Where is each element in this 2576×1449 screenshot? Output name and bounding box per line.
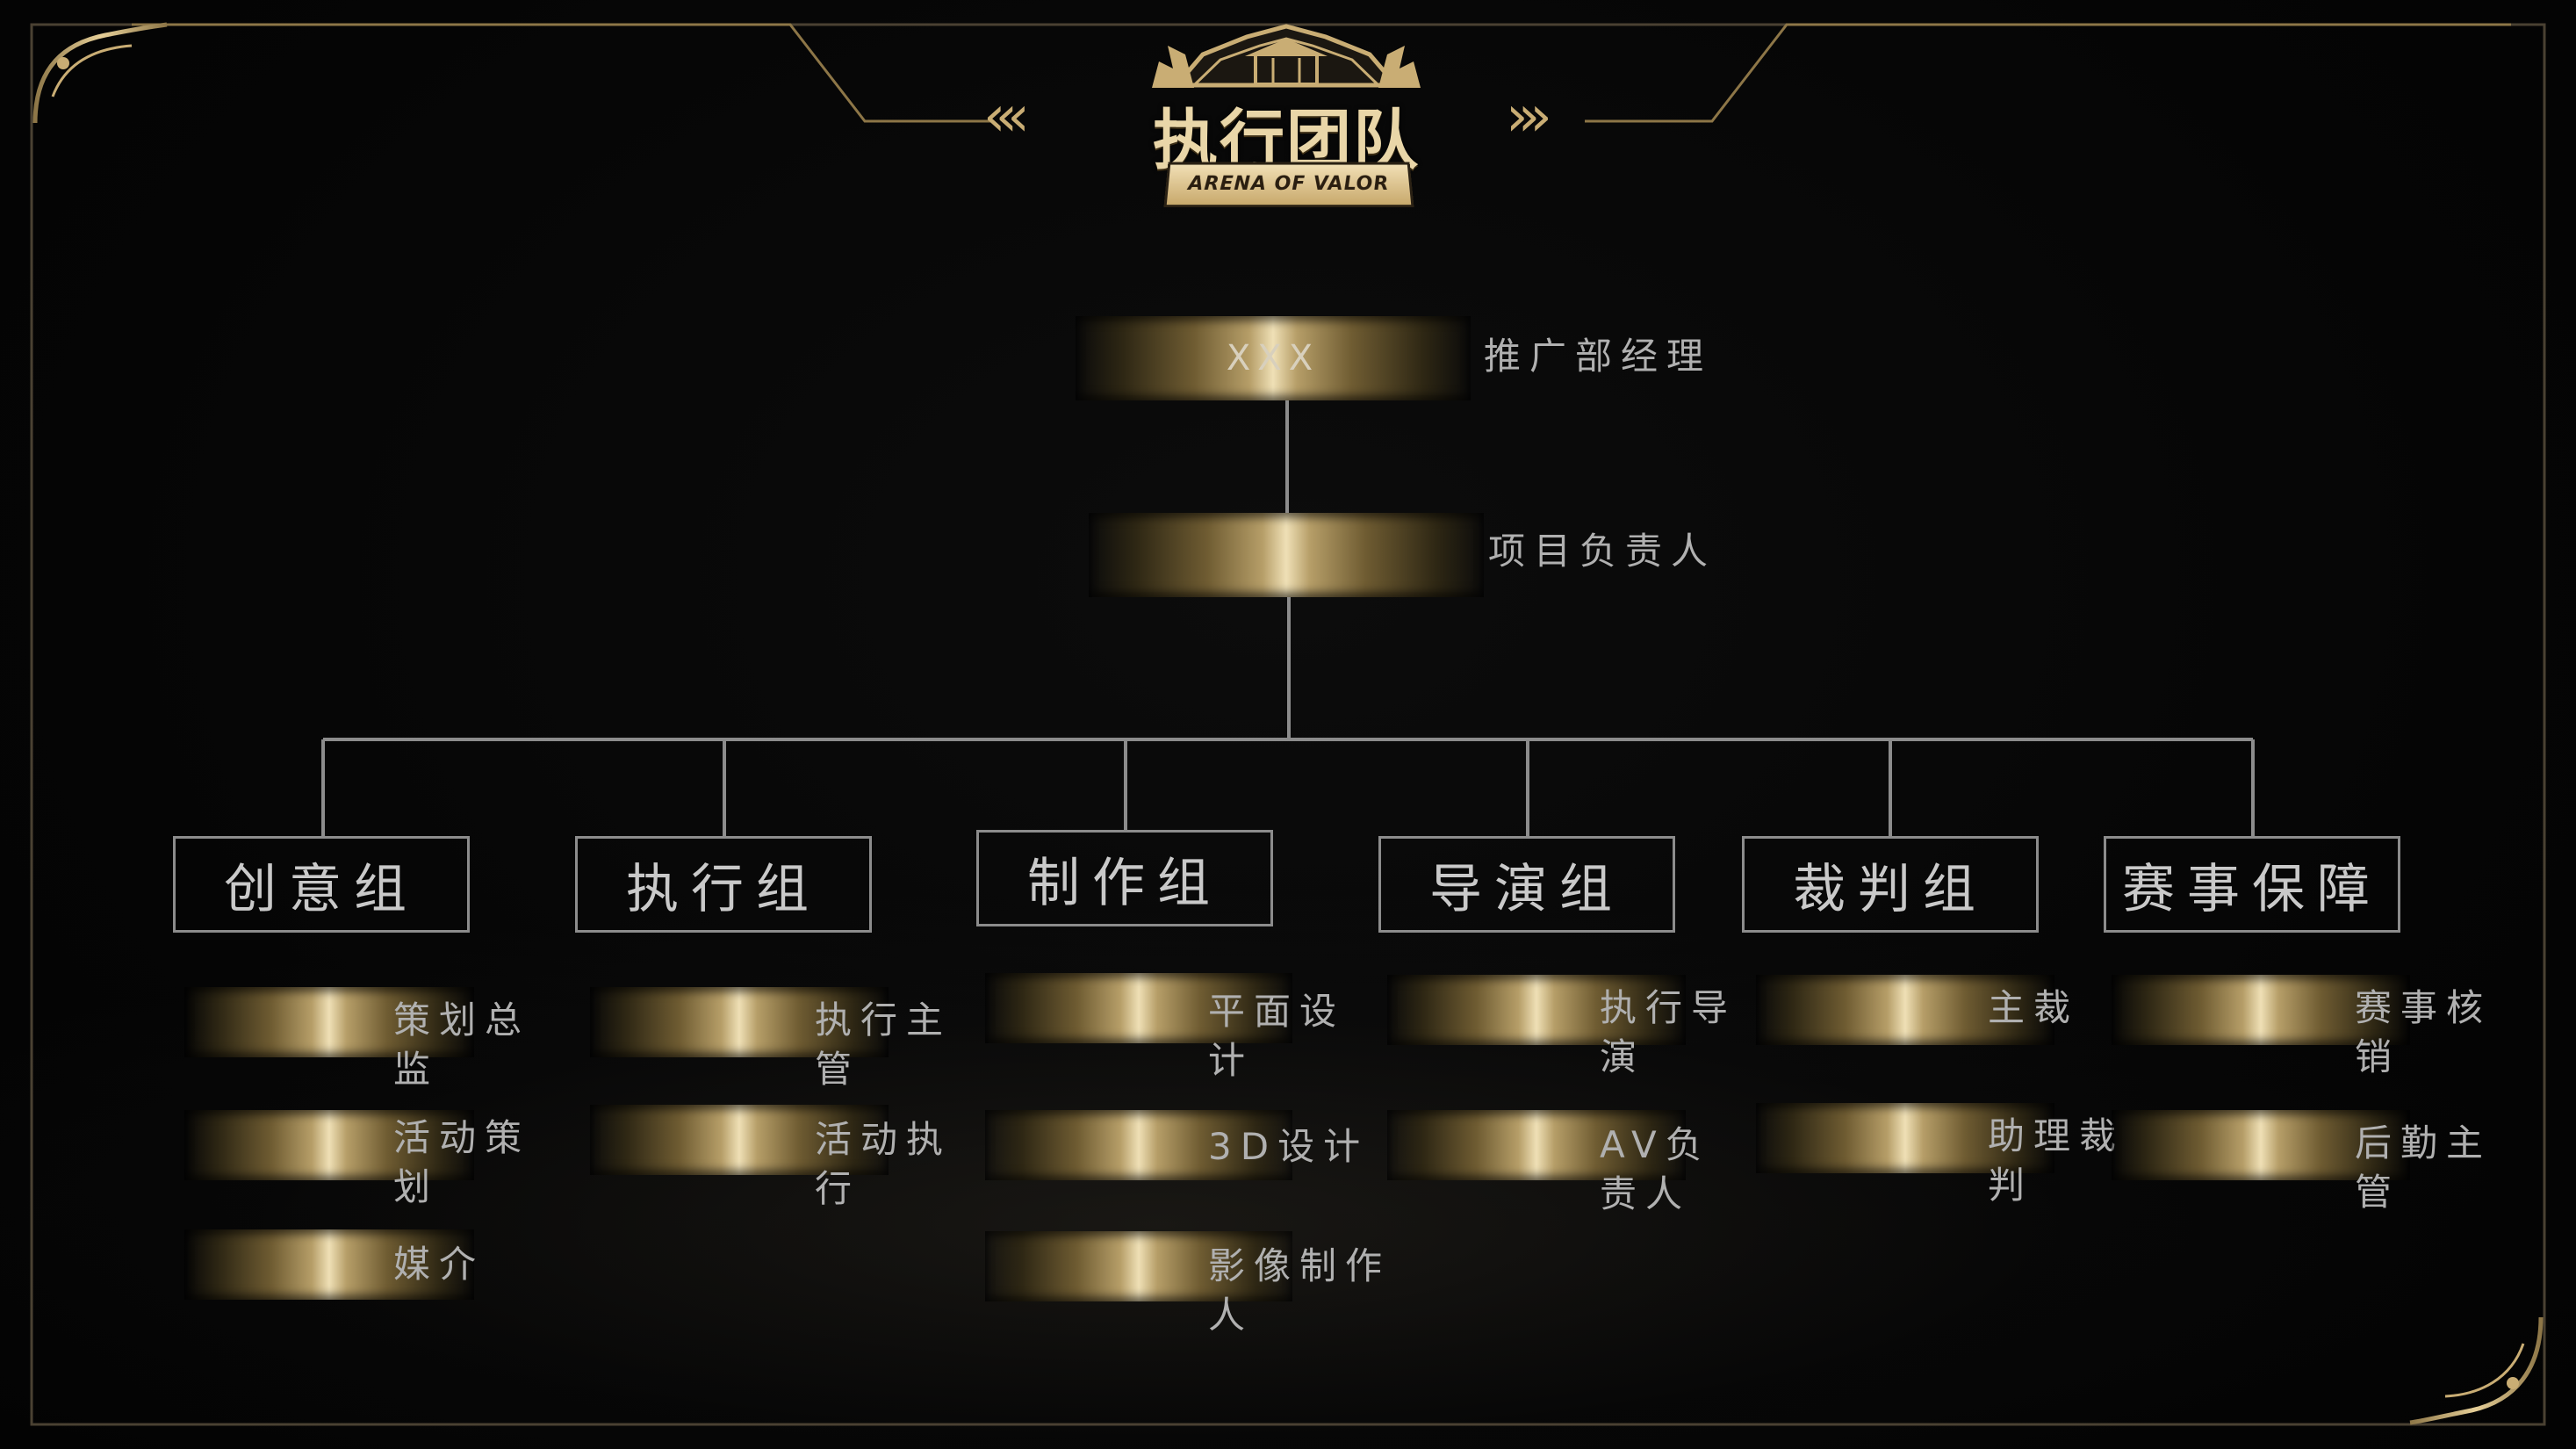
header-subtitle: ARENA OF VALOR	[1163, 162, 1414, 208]
connector-lines	[323, 400, 2253, 836]
chevron-left-icon: ‹‹‹	[983, 84, 1019, 149]
manager-role-label: 推广部经理	[1475, 332, 1721, 381]
member-label: 执行导演	[1600, 984, 1749, 1082]
member-label: 影像制作人	[1208, 1242, 1401, 1340]
member-label: 活动执行	[815, 1115, 964, 1214]
member-label: 3D设计	[1208, 1122, 1384, 1171]
member-label: 策划总监	[393, 996, 543, 1094]
member-label: AV负责人	[1600, 1121, 1749, 1219]
group-box-creative: 创意组	[173, 836, 470, 933]
project-lead-bar	[1089, 513, 1484, 597]
group-box-referee: 裁判组	[1742, 836, 2039, 933]
member-label: 赛事核销	[2355, 984, 2504, 1082]
member-label: 媒介	[393, 1240, 543, 1289]
member-label: 平面设计	[1208, 987, 1357, 1085]
member-label: 后勤主管	[2355, 1119, 2504, 1217]
member-label: 执行主管	[815, 996, 964, 1094]
manager-name-bar: XXX	[1076, 316, 1471, 400]
group-box-production: 制作组	[976, 830, 1273, 926]
project-lead-label: 项目负责人	[1488, 527, 1752, 576]
group-box-support: 赛事保障	[2104, 836, 2400, 933]
chevron-right-icon: ›››	[1506, 84, 1542, 149]
arena-of-valor-logo: 执行团队 ARENA OF VALOR	[1141, 19, 1431, 221]
manager-name: XXX	[1076, 316, 1471, 400]
group-box-execution: 执行组	[575, 836, 872, 933]
member-label: 活动策划	[393, 1114, 543, 1212]
group-box-director: 导演组	[1378, 836, 1675, 933]
